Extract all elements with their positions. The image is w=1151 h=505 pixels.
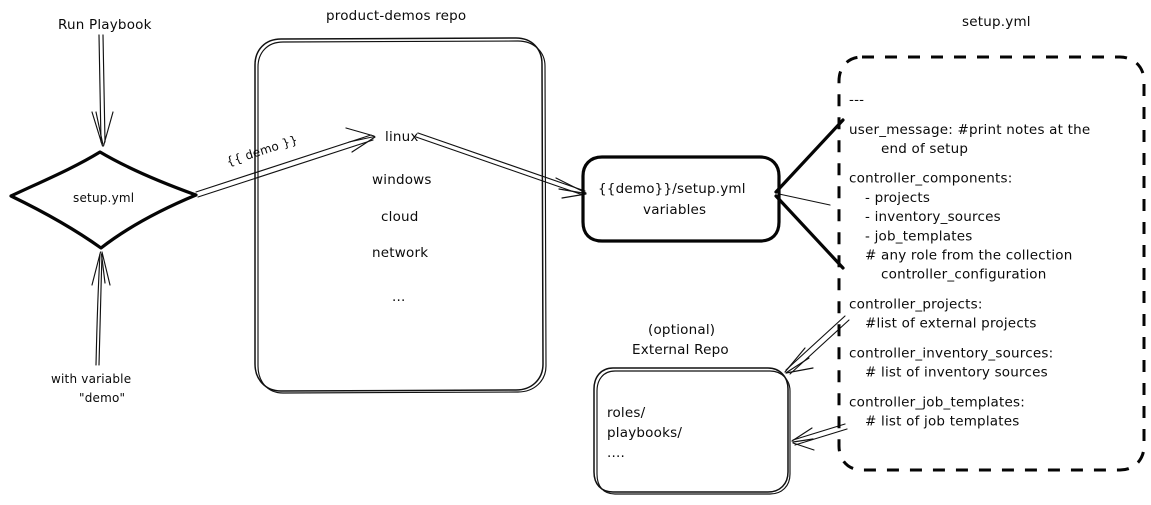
setup-yml-diamond-label: setup.yml (73, 191, 134, 205)
setup-yml-content: --- user_message: #print notes at the end … (849, 92, 1090, 430)
arrow-linux-to-vars (415, 132, 587, 199)
repo-item-linux: linux (385, 129, 419, 145)
setup-yml-diamond[interactable] (9, 150, 198, 250)
setup-yml-line: - projects (865, 190, 930, 206)
arrow-run-playbook (91, 34, 114, 147)
external-repo-item-playbooks: playbooks/ (607, 425, 682, 441)
setup-yml-line: controller_inventory_sources: (849, 345, 1053, 361)
external-repo-item-ellipsis: .... (607, 445, 625, 461)
setup-yml-line: end of setup (881, 141, 968, 157)
arrow-vars-to-setupyml-lower (774, 194, 845, 270)
vars-box-line2: variables (643, 202, 706, 218)
run-playbook-label: Run Playbook (58, 17, 152, 33)
arrow-with-variable (91, 251, 111, 366)
setup-yml-line: controller_components: (849, 171, 1013, 187)
setup-yml-line: - inventory_sources (865, 209, 1001, 225)
with-variable-label-line2: "demo" (79, 391, 125, 405)
repo-item-cloud: cloud (381, 209, 419, 225)
setup-yml-line: # list of job templates (865, 414, 1019, 430)
setup-yml-line: - job_templates (865, 228, 972, 244)
setup-yml-line: # any role from the collection (865, 248, 1073, 264)
external-repo-item-roles: roles/ (607, 405, 646, 421)
arrow-jobtemplates-to-external-repo (791, 423, 848, 451)
vars-box-line1: {{demo}}/setup.yml (598, 181, 746, 197)
demo-setupyml-variables-box[interactable] (581, 155, 781, 243)
demo-edge-label: {{ demo }} (225, 133, 300, 169)
setup-yml-line: user_message: #print notes at the (849, 122, 1090, 138)
repo-item-ellipsis: ... (392, 289, 405, 305)
setup-yml-line: controller_configuration (881, 267, 1047, 283)
product-demos-repo-box[interactable] (254, 37, 547, 394)
setup-yml-line: controller_projects: (849, 296, 983, 312)
setup-yml-line: controller_job_templates: (849, 394, 1025, 410)
repo-item-windows: windows (372, 172, 432, 188)
demo-edge-label-group: {{ demo }} (225, 133, 300, 169)
external-repo-box[interactable] (593, 367, 791, 495)
arrow-vars-fan-detail (778, 193, 831, 206)
arrow-vars-to-setupyml-upper (774, 118, 845, 194)
setup-yml-box-title: setup.yml (962, 14, 1031, 30)
setup-yml-dashed-box[interactable] (837, 55, 1146, 472)
product-demos-repo-title: product-demos repo (326, 8, 466, 24)
arrow-setup-to-linux (195, 127, 376, 198)
setup-yml-line: #list of external projects (865, 316, 1037, 332)
setup-yml-line: # list of inventory sources (865, 365, 1048, 381)
external-repo-title-line1: (optional) (648, 322, 715, 338)
setup-yml-line: --- (849, 92, 864, 108)
repo-item-network: network (372, 245, 428, 261)
with-variable-label-line1: with variable (51, 372, 131, 386)
external-repo-title-line2: External Repo (632, 342, 729, 358)
